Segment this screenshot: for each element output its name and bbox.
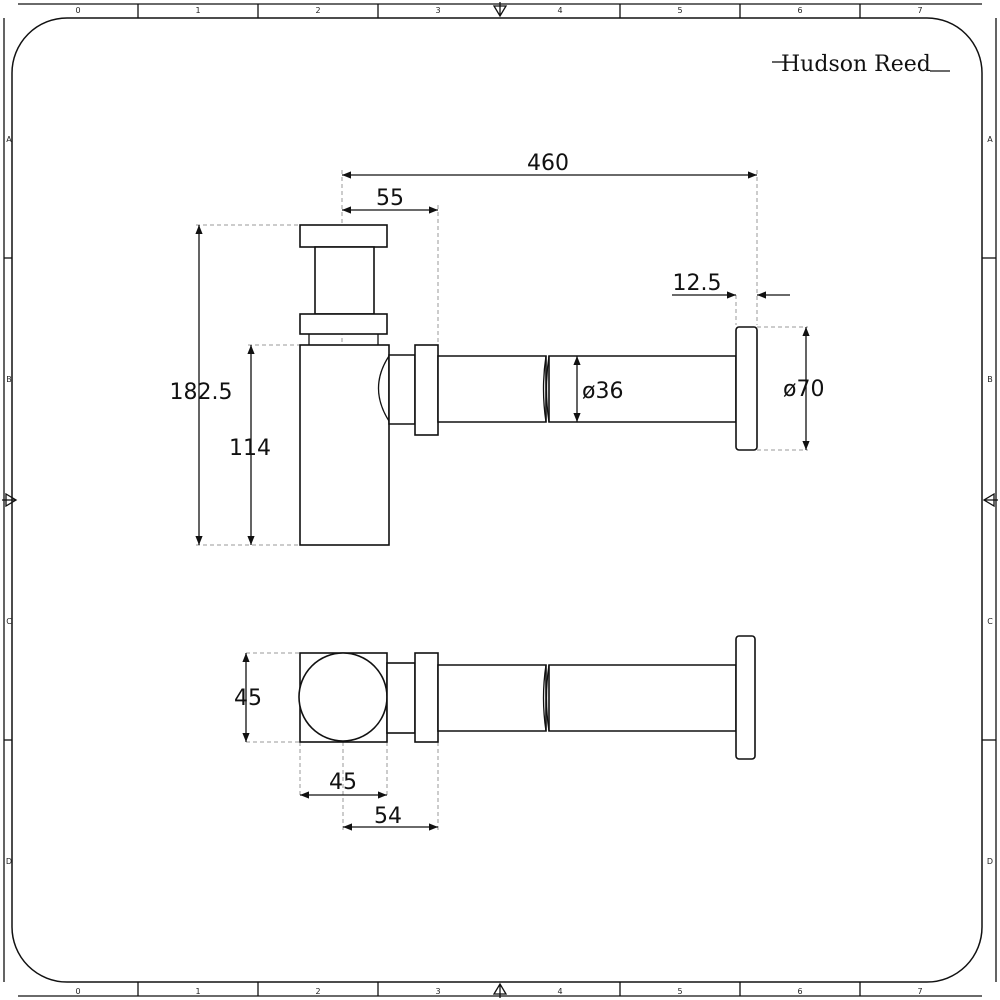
- right-ruler: [982, 18, 998, 982]
- waste-stem: [314, 246, 375, 315]
- center-marker-icon: [982, 492, 998, 508]
- grid-row-label: D: [987, 857, 993, 866]
- bottle-body: [299, 344, 390, 546]
- grid-col-label: 4: [557, 6, 562, 15]
- grid-col-label: 5: [677, 6, 682, 15]
- outlet-collar-top: [386, 662, 416, 734]
- outlet-nut-top: [414, 652, 439, 743]
- grid-col-label: 2: [315, 6, 320, 15]
- side-view: 460 55 12.5 182.5 114 ø36 ø70: [170, 151, 824, 546]
- waste-nut: [299, 313, 388, 335]
- grid-col-label: 2: [315, 987, 320, 996]
- grid-col-label: 3: [435, 6, 440, 15]
- dim-body-offset: 55: [376, 186, 404, 211]
- brand-name: Hudson Reed: [781, 52, 931, 77]
- dim-body-depth: 45: [234, 686, 262, 711]
- grid-row-label: C: [987, 617, 993, 626]
- outlet-nut: [414, 344, 439, 436]
- wall-flange-top: [735, 635, 756, 760]
- grid-row-label: A: [987, 135, 993, 144]
- pipe-segment-right-top: [548, 664, 737, 732]
- grid-row-label: D: [6, 857, 12, 866]
- waste-cap: [299, 224, 388, 248]
- waste-circle: [298, 652, 388, 742]
- pipe-segment-left-top: [437, 664, 547, 732]
- center-marker-icon: [2, 492, 18, 508]
- grid-col-label: 4: [557, 987, 562, 996]
- grid-col-label: 7: [917, 6, 922, 15]
- outlet-collar: [388, 354, 416, 425]
- dim-outlet-offset: 54: [374, 804, 402, 829]
- dim-body-width: 45: [329, 770, 357, 795]
- pipe-segment-left: [437, 355, 547, 423]
- center-marker-icon: [492, 982, 508, 998]
- dim-body-height: 114: [229, 436, 271, 461]
- grid-row-label: A: [6, 135, 12, 144]
- grid-col-label: 0: [75, 6, 80, 15]
- grid-col-label: 3: [435, 987, 440, 996]
- grid-col-label: 1: [195, 987, 200, 996]
- grid-col-label: 6: [797, 987, 802, 996]
- grid-row-label: B: [6, 375, 12, 384]
- dim-pipe-diameter: ø36: [582, 379, 623, 404]
- brand-logo: Hudson Reed: [772, 52, 950, 77]
- dim-flange-diameter: ø70: [783, 377, 824, 402]
- top-view: 45 45 54: [234, 635, 756, 831]
- wall-flange: [735, 326, 758, 451]
- bottom-ruler: [18, 982, 982, 998]
- grid-col-label: 6: [797, 6, 802, 15]
- grid-row-label: C: [6, 617, 12, 626]
- grid-col-label: 1: [195, 6, 200, 15]
- dim-overall-length: 460: [527, 151, 569, 176]
- top-ruler: [18, 2, 982, 18]
- grid-col-label: 7: [917, 987, 922, 996]
- grid-col-label: 0: [75, 987, 80, 996]
- left-ruler: [2, 18, 18, 982]
- dim-flange-thickness: 12.5: [673, 271, 722, 296]
- dim-overall-height: 182.5: [170, 380, 233, 405]
- center-marker-icon: [492, 2, 508, 18]
- grid-col-label: 5: [677, 987, 682, 996]
- grid-row-label: B: [987, 375, 993, 384]
- drawing-border: [11, 17, 983, 983]
